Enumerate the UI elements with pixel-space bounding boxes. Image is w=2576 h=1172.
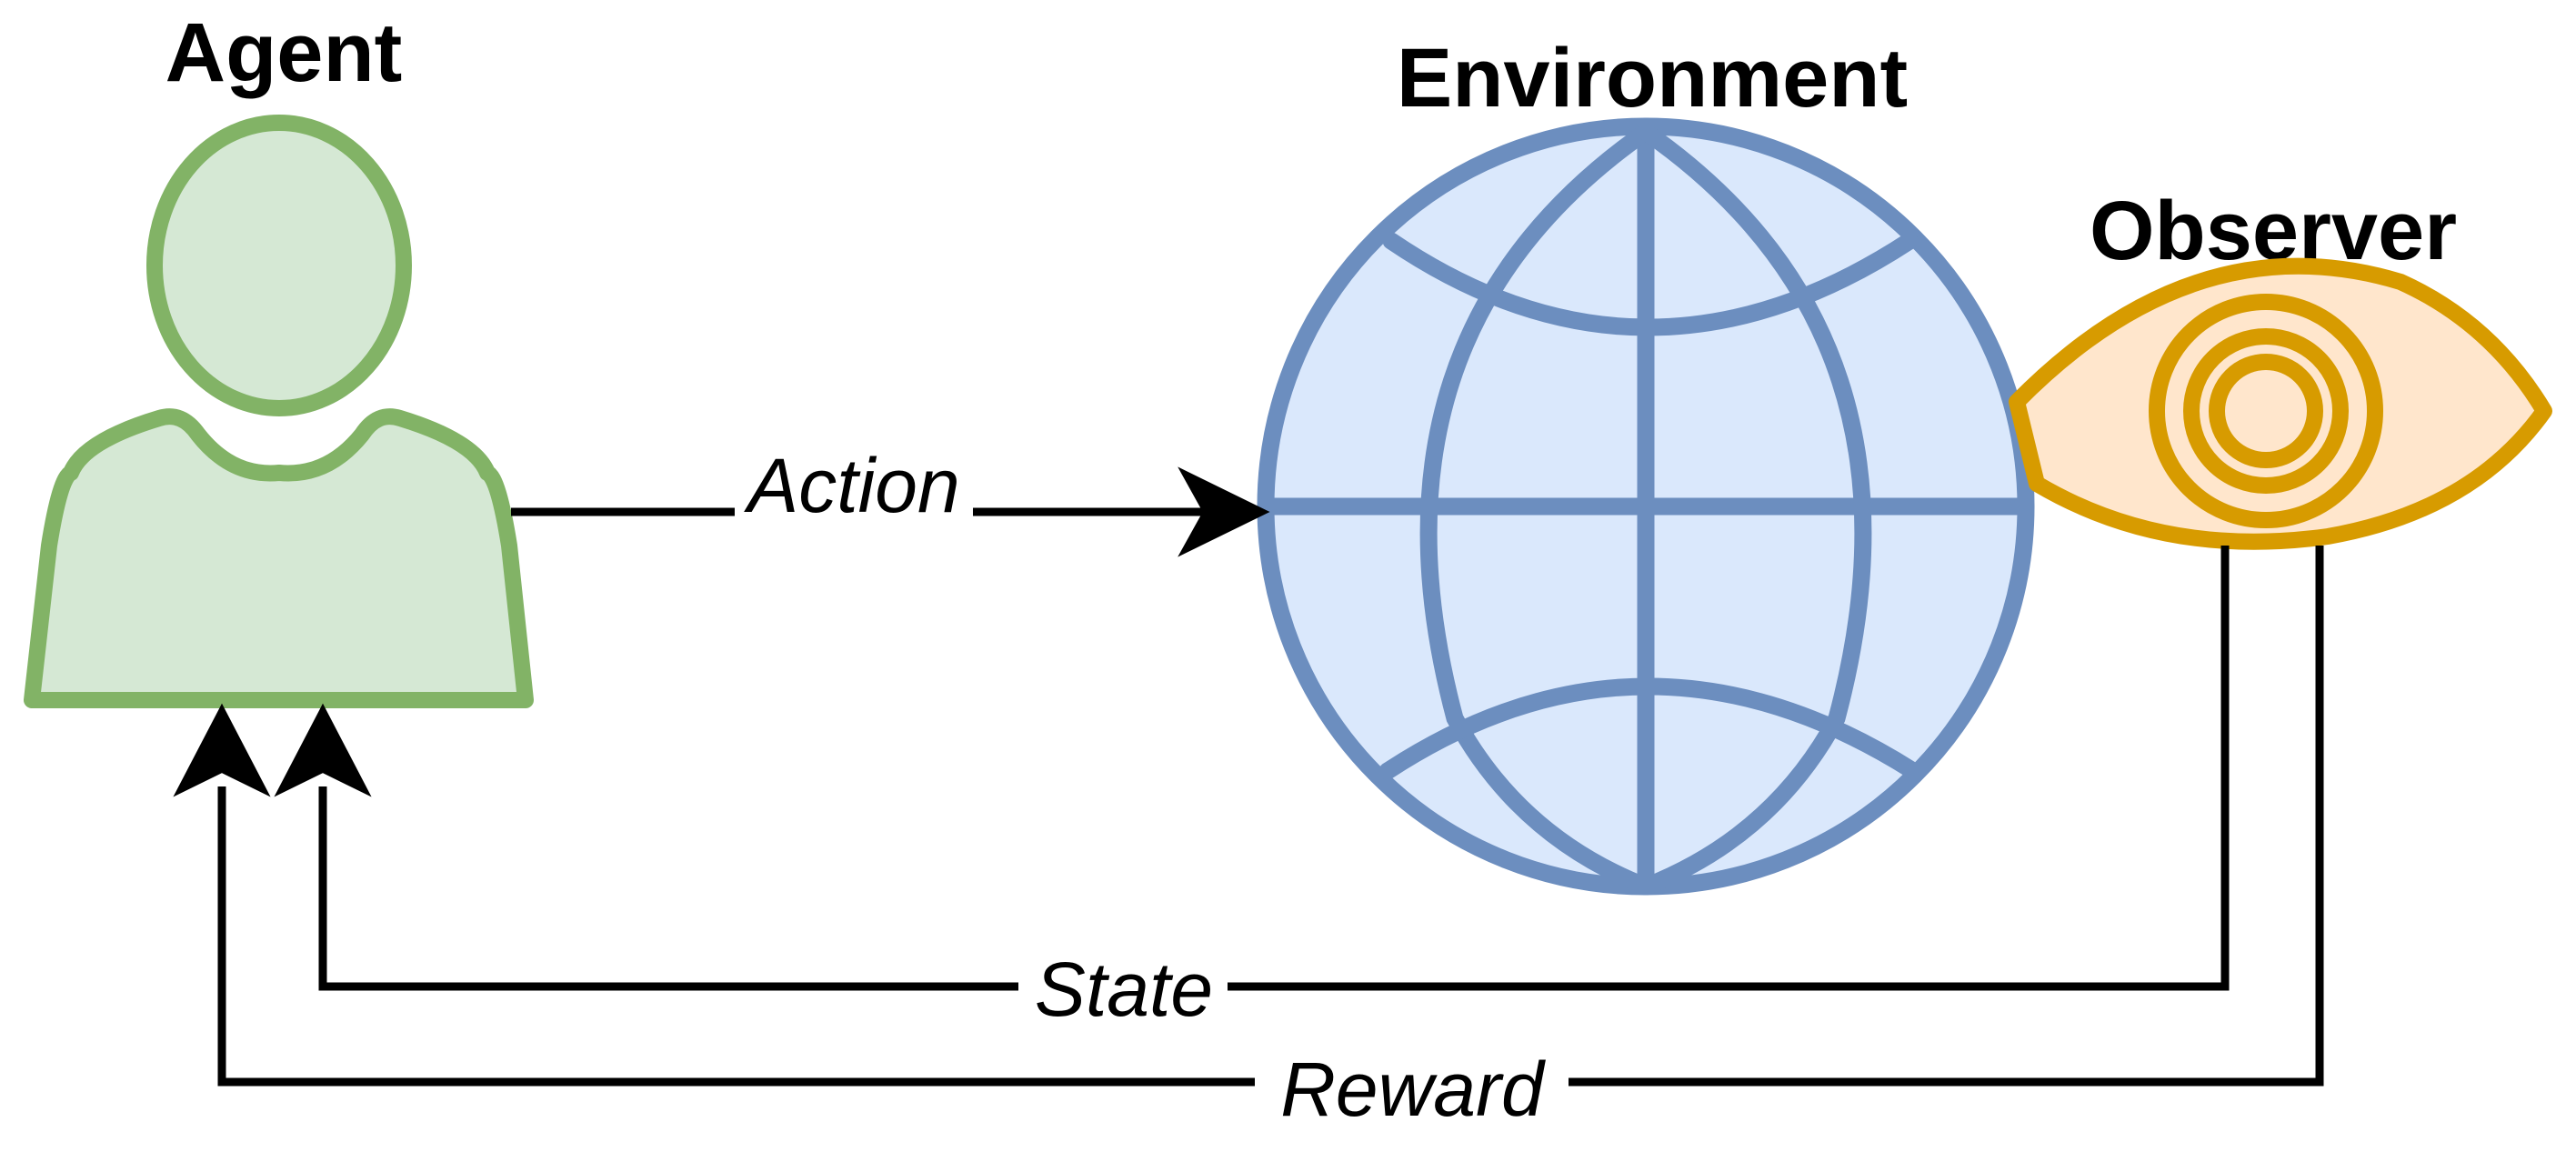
globe-icon-latitude-top: [1382, 232, 1919, 336]
state-edge-line: [318, 546, 2230, 991]
state-label: State: [1035, 947, 1213, 1032]
reward-edge-arrowhead: [173, 703, 271, 797]
eye-icon-iris: [2149, 294, 2383, 528]
reward-edge: Reward: [173, 546, 2324, 1137]
eye-icon-pupil: [2209, 354, 2323, 468]
environment-title: Environment: [1397, 32, 1908, 125]
globe-icon-longitude-left: [1419, 123, 1655, 896]
state-edge: State: [274, 546, 2230, 1032]
observer-node: Observer: [2009, 185, 2552, 550]
reward-label: Reward: [1280, 1047, 1546, 1132]
eye-icon-outline: [2009, 257, 2552, 550]
globe-icon-longitude-right: [1637, 123, 1872, 896]
state-label-bg: [1018, 946, 1228, 1032]
action-label-bg: [735, 444, 973, 530]
agent-node: Agent: [24, 6, 534, 708]
state-edge-arrowhead: [274, 703, 372, 797]
reward-label-bg: [1255, 1046, 1569, 1137]
eye-icon: [2009, 257, 2552, 550]
user-icon: [24, 115, 534, 708]
globe-icon-latitude-bottom: [1378, 677, 1922, 780]
action-edge: Action: [511, 443, 1270, 557]
agent-title: Agent: [165, 6, 403, 99]
action-edge-arrowhead: [1178, 466, 1270, 557]
eye-icon-iris-inner: [2183, 328, 2349, 494]
user-icon-head: [146, 115, 412, 416]
user-icon-body: [24, 408, 534, 708]
globe-icon: [1257, 117, 2035, 896]
environment-node: Environment: [1257, 32, 2035, 896]
action-label: Action: [743, 443, 959, 528]
